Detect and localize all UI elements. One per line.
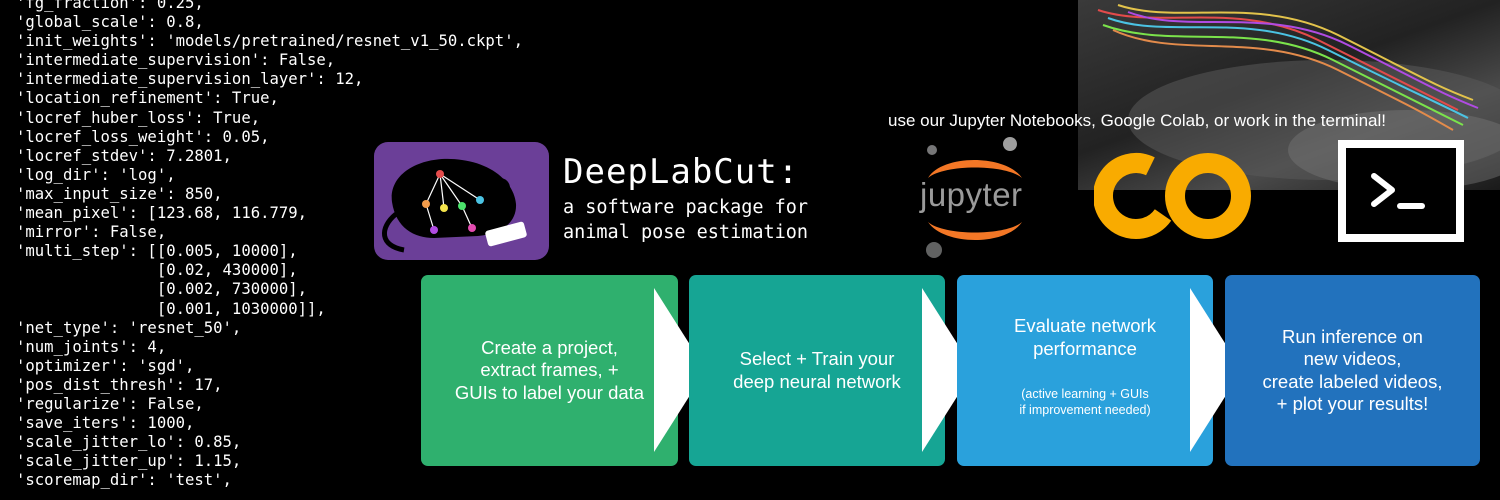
app-subtitle: a software package for animal pose estim…	[563, 197, 809, 243]
terminal-icon[interactable]	[1338, 140, 1464, 242]
step-label: Create a project, extract frames, + GUIs…	[454, 336, 645, 403]
step-train-network[interactable]: Select + Train your deep neural network	[689, 275, 945, 466]
step-run-inference[interactable]: Run inference on new videos, create labe…	[1225, 275, 1480, 466]
google-colab-logo[interactable]	[1093, 140, 1254, 252]
jupyter-logo[interactable]: jupyter	[914, 134, 1034, 262]
deeplabcut-logo	[374, 142, 549, 260]
step-create-project[interactable]: Create a project, extract frames, + GUIs…	[421, 275, 678, 466]
step-label: Evaluate network performance	[1014, 315, 1156, 359]
tagline: use our Jupyter Notebooks, Google Colab,…	[888, 111, 1386, 130]
step-evaluate-network[interactable]: Evaluate network performance (active lea…	[957, 275, 1213, 466]
app-title: DeepLabCut:	[563, 152, 800, 192]
jupyter-label: jupyter	[920, 176, 1023, 213]
step-label: Select + Train your deep neural network	[733, 348, 901, 392]
step-label: Run inference on new videos, create labe…	[1262, 325, 1443, 415]
config-text: 'fg_fraction': 0.25, 'global_scale': 0.8…	[16, 0, 523, 490]
step-note: (active learning + GUIs if improvement n…	[1019, 387, 1151, 417]
